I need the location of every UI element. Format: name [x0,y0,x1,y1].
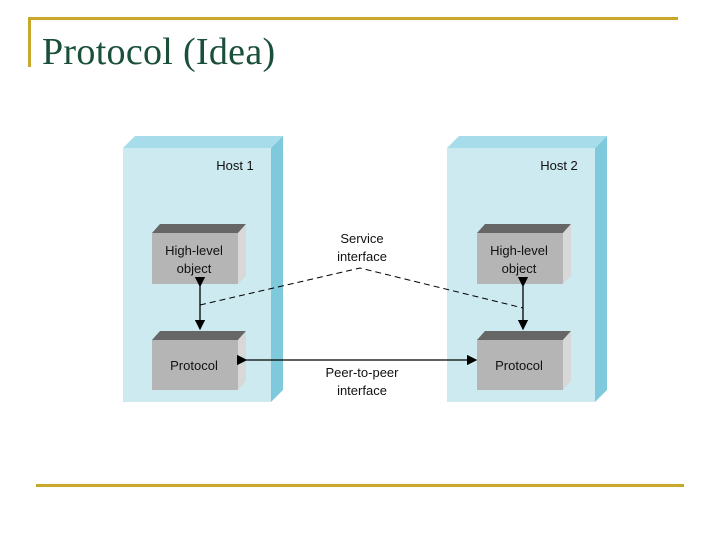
slide-title: Protocol (Idea) [42,31,276,73]
peer-interface-line2: interface [337,383,387,398]
host-2-high-level-line1: High-level [490,243,548,258]
service-interface-line1: Service [340,231,383,246]
host-2-label: Host 2 [540,158,578,173]
host-1-label: Host 1 [216,158,254,173]
host-1-protocol-label: Protocol [170,358,218,373]
peer-interface-line1: Peer-to-peer [326,365,400,380]
frame-top-rule [28,17,678,20]
host-2-high-level-object: High-level object [477,224,571,284]
host-1-protocol: Protocol [152,331,246,390]
host-2-protocol-label: Protocol [495,358,543,373]
host-1-high-level-line1: High-level [165,243,223,258]
service-interface-dashed-line [199,267,524,309]
host-2-protocol: Protocol [477,331,571,390]
frame-left-rule [28,17,31,67]
host-2-high-level-line2: object [502,261,537,276]
host-1-high-level-line2: object [177,261,212,276]
frame-bottom-rule [36,484,684,487]
service-interface-line2: interface [337,249,387,264]
host-1-high-level-object: High-level object [152,224,246,284]
